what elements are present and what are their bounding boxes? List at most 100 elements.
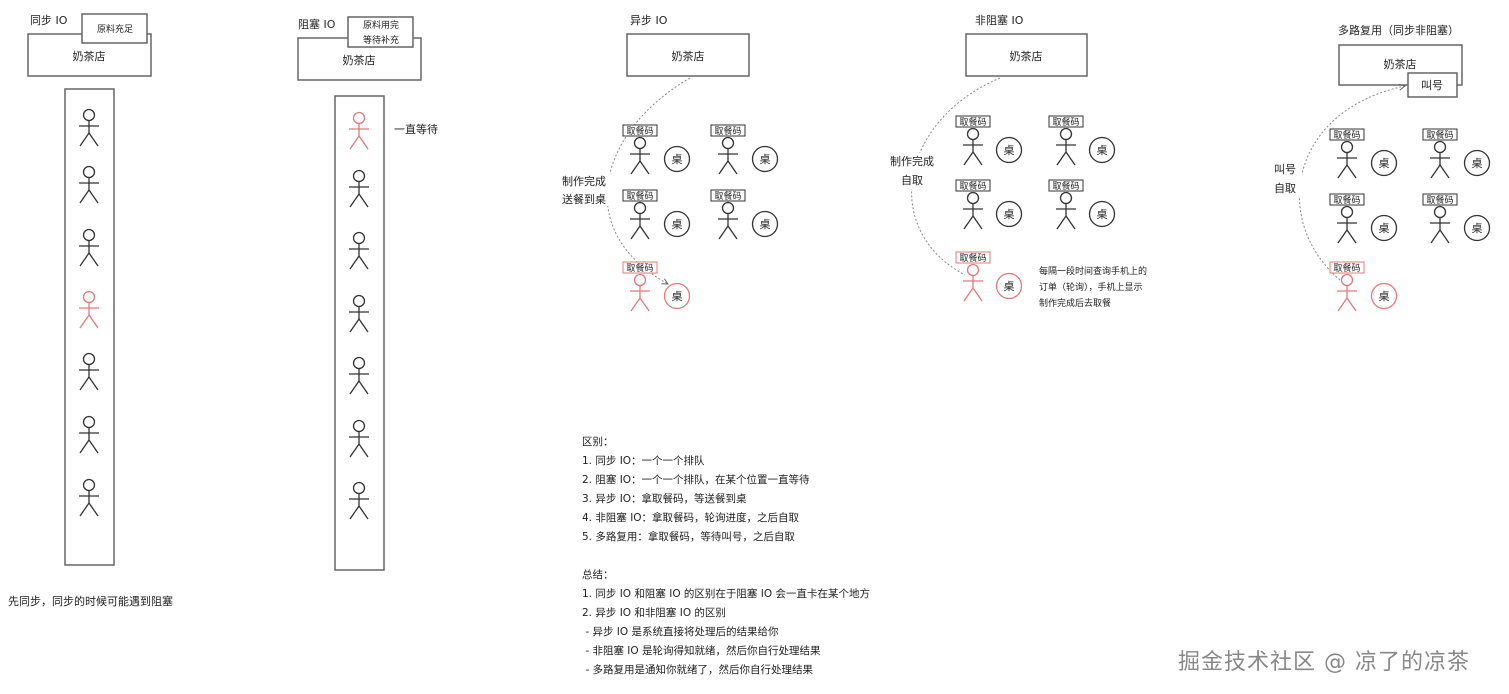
svg-text:桌: 桌: [1097, 208, 1108, 221]
person-icon: [1056, 191, 1076, 230]
async-io-section: 异步 IO 奶茶店 制作完成 送餐到桌: [560, 14, 750, 284]
pickup-code-tag: 取餐码: [1329, 261, 1365, 274]
sync-title: 同步 IO: [30, 14, 68, 27]
table-icon: 桌: [1370, 214, 1398, 242]
queue-box: [334, 95, 385, 571]
pickup-code-tag: 取餐码: [1422, 193, 1458, 206]
svg-text:桌: 桌: [1097, 144, 1108, 157]
shop-box: [626, 33, 750, 77]
summary-item: - 多路复用是通知你就绪了，然后你自行处理结果: [582, 664, 813, 676]
person-icon: [349, 419, 369, 458]
svg-text:桌: 桌: [1379, 222, 1390, 235]
svg-text:取餐码: 取餐码: [626, 262, 653, 274]
tag-line-2: 等待补充: [363, 34, 399, 46]
diff-item: 5. 多路复用：拿取餐码，等待叫号，之后自取: [582, 531, 795, 543]
call-number-box: [1407, 72, 1458, 98]
pickup-code-tag: 取餐码: [710, 189, 746, 202]
svg-text:桌: 桌: [1379, 290, 1390, 303]
pickup-code-tag: 取餐码: [1422, 128, 1458, 141]
svg-text:桌: 桌: [672, 153, 683, 166]
pickup-code-tag: 取餐码: [622, 261, 658, 274]
summary-item: - 非阻塞 IO 是轮询得知就绪，然后你自行处理结果: [582, 645, 821, 657]
person-icon: [630, 273, 650, 312]
pickup-code-tag: 取餐码: [1329, 128, 1365, 141]
arrow-label-2: 送餐到桌: [562, 192, 606, 206]
table-icon: 桌: [1370, 149, 1398, 177]
person-icon: [79, 478, 99, 517]
arrow-label-2: 自取: [1274, 182, 1296, 195]
table-icon: 桌: [1088, 136, 1116, 164]
svg-text:桌: 桌: [760, 153, 771, 166]
table-icon: 桌: [1088, 200, 1116, 228]
table-icon: 桌: [751, 210, 779, 238]
summary-item: - 异步 IO 是系统直接将处理后的结果给你: [582, 626, 779, 638]
svg-text:取餐码: 取餐码: [1333, 129, 1360, 141]
person-icon: [349, 294, 369, 333]
shop-label: 奶茶店: [73, 49, 106, 63]
svg-text:取餐码: 取餐码: [1426, 194, 1453, 206]
svg-text:取餐码: 取餐码: [626, 125, 653, 137]
pickup-code-tag: 取餐码: [622, 124, 658, 137]
person-icon: [963, 127, 983, 166]
person-icon: [1056, 127, 1076, 166]
summary-item: 1. 同步 IO 和阻塞 IO 的区别在于阻塞 IO 会一直卡在某个地方: [582, 588, 870, 600]
person-icon: [79, 290, 99, 329]
shop-label: 奶茶店: [343, 53, 376, 67]
svg-text:桌: 桌: [1472, 157, 1483, 170]
table-icon: 桌: [1370, 282, 1398, 310]
diff-item: 4. 非阻塞 IO：拿取餐码，轮询进度，之后自取: [582, 512, 800, 524]
arrow-label-2: 自取: [901, 174, 923, 187]
svg-text:取餐码: 取餐码: [1052, 180, 1079, 192]
queue-box: [64, 88, 115, 566]
note-line-1: 每隔一段时间查询手机上的: [1039, 265, 1147, 277]
shop-label: 奶茶店: [1384, 57, 1417, 71]
tag-box: [347, 16, 414, 48]
pickup-code-tag: 取餐码: [622, 189, 658, 202]
table-icon: 桌: [751, 145, 779, 173]
table-icon: 桌: [1463, 149, 1491, 177]
svg-text:桌: 桌: [1379, 157, 1390, 170]
note-line-2: 订单（轮询），手机上显示: [1039, 281, 1143, 293]
svg-text:取餐码: 取餐码: [959, 180, 986, 192]
sync-io-section: 同步 IO 奶茶店 原料充足 先同步，同步的时候可能遇到阻塞: [8, 13, 173, 608]
svg-text:取餐码: 取餐码: [1333, 194, 1360, 206]
person-icon: [718, 201, 738, 240]
multiplex-section: 多路复用（同步非阻塞） 奶茶店 叫号 叫号 自取: [1270, 23, 1463, 281]
arrow-label-1: 制作完成: [890, 154, 934, 168]
svg-text:桌: 桌: [672, 218, 683, 231]
pickup-code-tag: 取餐码: [955, 251, 991, 264]
blocking-title: 阻塞 IO: [298, 17, 336, 31]
arrow-label-1: 制作完成: [562, 174, 606, 188]
blocking-io-section: 阻塞 IO 奶茶店 原料用完 等待补充 一直等待: [297, 16, 438, 571]
notify-arrow: [1298, 86, 1405, 281]
diff-item: 2. 阻塞 IO：一个一个排队，在某个位置一直等待: [582, 474, 810, 486]
svg-text:取餐码: 取餐码: [1426, 129, 1453, 141]
svg-text:桌: 桌: [672, 290, 683, 303]
person-icon: [349, 111, 369, 150]
figures-layer: 取餐码桌取餐码桌取餐码桌取餐码桌取餐码桌取餐码桌取餐码桌取餐码桌取餐码桌取餐码桌…: [79, 108, 1491, 520]
person-icon: [349, 356, 369, 395]
table-icon: 桌: [663, 282, 691, 310]
tag-line-1: 原料用完: [363, 19, 399, 31]
shop-label: 奶茶店: [1010, 49, 1043, 63]
person-icon: [630, 136, 650, 175]
person-icon: [79, 352, 99, 391]
poll-arrow: [911, 77, 1001, 276]
summary-title: 总结：: [582, 569, 614, 581]
person-icon: [79, 415, 99, 454]
svg-text:取餐码: 取餐码: [714, 125, 741, 137]
svg-text:取餐码: 取餐码: [959, 252, 986, 264]
pickup-code-tag: 取餐码: [955, 179, 991, 192]
tag-box: [81, 13, 148, 44]
table-icon: 桌: [995, 136, 1023, 164]
person-icon: [1337, 205, 1357, 244]
table-icon: 桌: [995, 200, 1023, 228]
person-icon: [718, 136, 738, 175]
svg-text:桌: 桌: [1004, 280, 1015, 293]
person-icon: [963, 191, 983, 230]
watermark: 掘金技术社区 @ 凉了的凉茶: [1178, 650, 1470, 675]
svg-text:桌: 桌: [760, 218, 771, 231]
note-line-3: 制作完成后去取餐: [1039, 297, 1111, 309]
